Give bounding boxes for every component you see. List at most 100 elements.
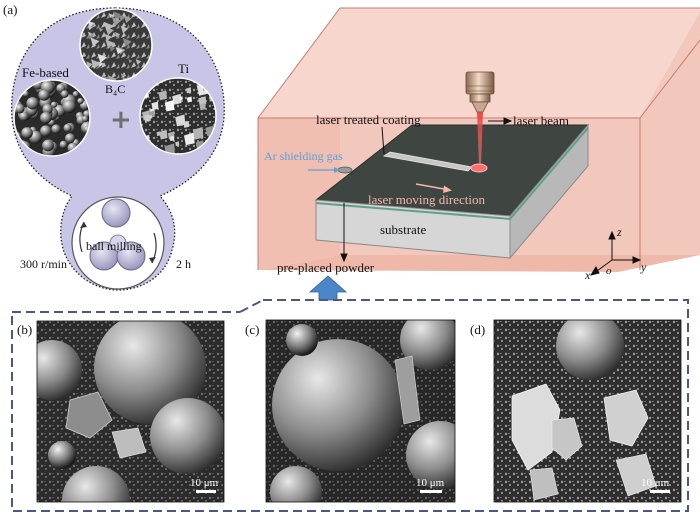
b4c-particle: [97, 53, 107, 63]
b4c-particle: [128, 59, 133, 64]
fe-particle: [42, 104, 53, 115]
scale-label-c: 10 μm: [416, 477, 445, 489]
b4c-particle: [90, 37, 100, 47]
b4c-particle: [115, 47, 123, 55]
fe-particle: [65, 133, 75, 144]
label-ar-shielding-gas: Ar shielding gas: [264, 149, 343, 163]
b4c-particle: [107, 75, 117, 81]
b4c-particle: [122, 37, 132, 47]
panel-label-a: (a): [3, 2, 17, 17]
sem-panel-b: [36, 320, 225, 503]
fe-particle: [60, 90, 69, 98]
fe-particle: [14, 103, 25, 114]
scale-bar-b: [196, 490, 216, 493]
sem-panel-d: [493, 319, 682, 503]
blue-up-arrow: [308, 275, 348, 301]
direction-arrow: [415, 183, 452, 193]
axis-label-origin: o: [606, 265, 612, 277]
sem-disk-b4c: [79, 8, 153, 82]
fe-particle: [38, 89, 50, 101]
fe-particle: [63, 123, 72, 133]
fe-particle: [59, 140, 68, 149]
ti-particle: [185, 87, 192, 94]
b4c-particle: [113, 11, 121, 19]
b4c-particle: [109, 45, 116, 52]
ti-particle: [179, 96, 183, 101]
leader-lines: [340, 117, 513, 263]
label-laser-treated-coating: laser treated coating: [316, 112, 421, 127]
gas-nozzle: [308, 166, 353, 174]
fe-particle: [72, 91, 79, 98]
label-pre-placed-powder: pre-placed powder: [277, 260, 375, 275]
scale-label-b: 10 μm: [190, 477, 219, 489]
b4c-particle: [120, 73, 125, 78]
b4c-particle: [115, 17, 120, 22]
axis-label-z: z: [616, 225, 622, 239]
fe-particle: [56, 83, 66, 93]
b4c-particle: [118, 14, 126, 22]
plus-sign: +: [110, 105, 132, 135]
fe-particle: [26, 97, 39, 110]
label-laser-beam: laser beam: [513, 113, 569, 128]
fe-particle: [42, 139, 54, 152]
label-speed: 300 r/min: [20, 257, 67, 271]
ti-particle: [148, 114, 153, 119]
ti-particle: [169, 135, 175, 142]
label-ti: Ti: [178, 61, 189, 76]
b4c-particle: [90, 59, 101, 69]
b4c-particle: [105, 39, 115, 49]
ti-particle: [186, 96, 192, 103]
b4c-particle: [104, 33, 112, 42]
sem-disk-fe: [13, 79, 91, 157]
ti-particle: [183, 120, 190, 128]
sem-panel-c: [265, 319, 456, 503]
b4c-particle: [87, 25, 93, 31]
b4c-particle: [114, 32, 121, 38]
fe-particle: [50, 101, 58, 108]
ball-mill: [71, 196, 165, 290]
axis-label-y: y: [640, 260, 647, 274]
laser-beam: [477, 112, 483, 164]
b4c-particle: [112, 16, 122, 27]
ti-particle: [158, 90, 167, 101]
melt-pool: [470, 163, 488, 173]
b4c-particle: [88, 34, 93, 40]
sem-disk-ti: [139, 77, 217, 155]
ti-particle: [199, 102, 206, 111]
fe-particle: [62, 99, 76, 114]
panel-label-b: (b): [17, 322, 32, 337]
b4c-particle: [135, 59, 142, 65]
ti-particle: [192, 127, 204, 140]
b4c-particle: [103, 21, 114, 32]
ti-particle: [172, 93, 182, 105]
panel-label-c: (c): [245, 322, 259, 337]
dashed-frame: [11, 299, 689, 512]
ti-particle: [175, 141, 180, 147]
fe-particle: [19, 111, 29, 122]
scale-bar-c: [420, 490, 442, 493]
ti-particle: [175, 114, 186, 127]
coordinate-axes: [589, 230, 642, 276]
label-b4c: B₄C: [105, 82, 125, 96]
b4c-particle: [108, 13, 114, 18]
scale-label-d: 10 μm: [641, 477, 670, 489]
label-ball-milling: ball milling: [86, 239, 142, 253]
label-time: 2 h: [176, 257, 191, 271]
ti-particle: [159, 129, 168, 140]
fe-particle: [40, 125, 52, 137]
label-laser-moving-direction: laser moving direction: [368, 192, 485, 207]
ti-particle: [183, 132, 195, 146]
laser-head: [465, 71, 495, 164]
label-fe-based: Fe-based: [22, 65, 69, 80]
axis-label-x: x: [584, 268, 591, 282]
b4c-particle: [98, 27, 104, 32]
fe-particle: [21, 127, 33, 139]
plate-side: [509, 123, 589, 260]
fe-particle: [40, 112, 52, 124]
scale-bar-d: [650, 490, 670, 493]
ti-particle: [164, 100, 175, 112]
fe-particle: [77, 97, 84, 105]
fe-particle: [82, 115, 89, 123]
fe-particle: [51, 124, 61, 134]
